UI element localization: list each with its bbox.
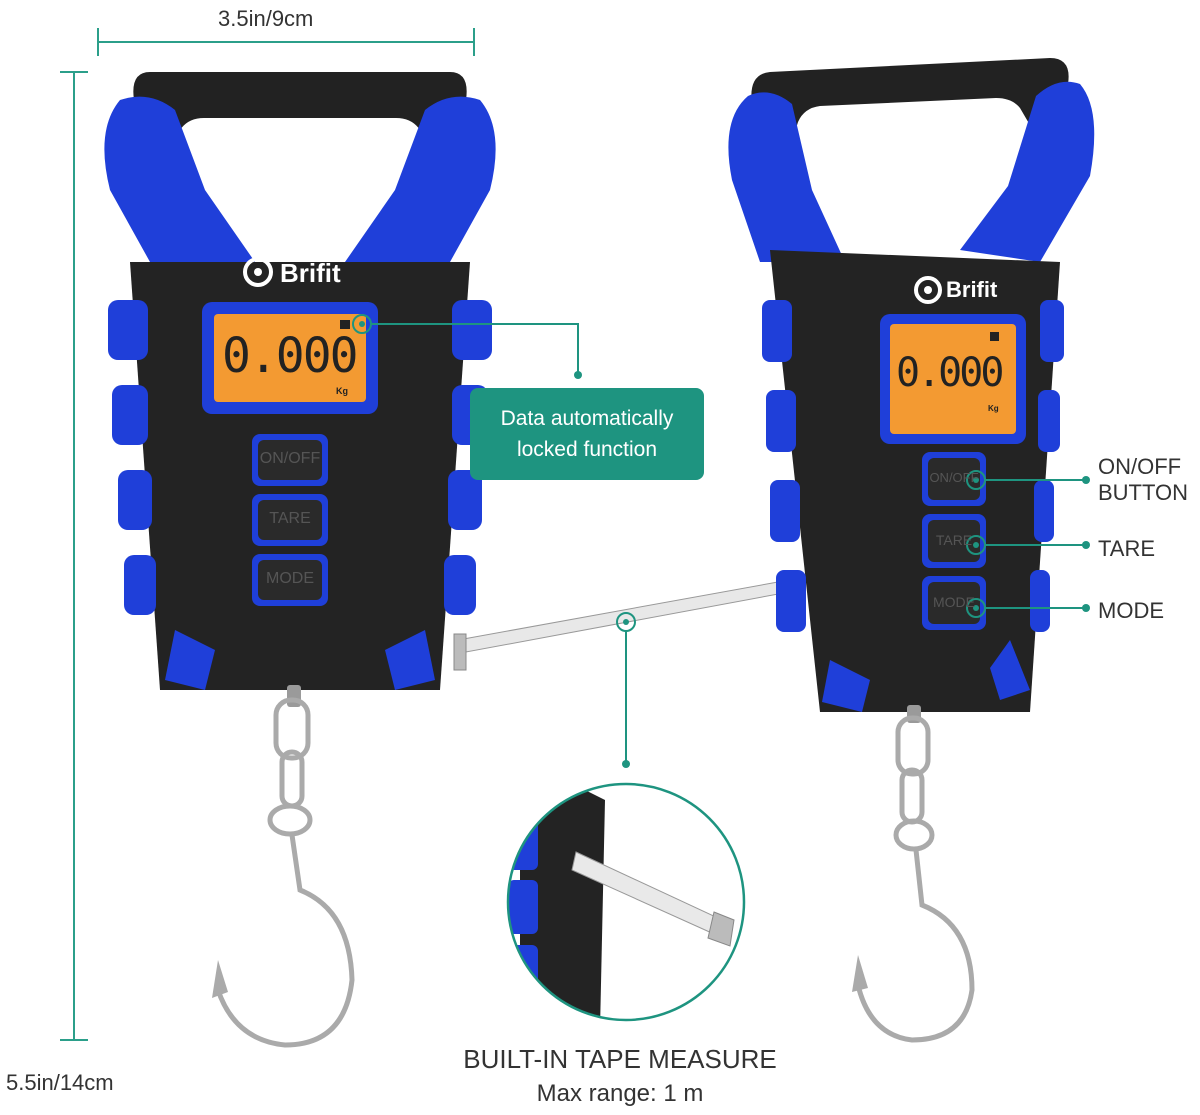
right-brand-name: Brifit bbox=[946, 277, 998, 302]
right-lcd-unit: Kg bbox=[988, 404, 999, 413]
right-tare-button[interactable]: TARE bbox=[935, 532, 973, 548]
right-lcd-reading: 0.000 bbox=[896, 350, 1004, 396]
tape-measure-range: Max range: 1 m bbox=[536, 1080, 704, 1107]
left-onoff-button[interactable]: ON/OFF bbox=[259, 450, 321, 467]
left-brand-name: Brifit bbox=[280, 258, 341, 288]
tape-measure-title: BUILT-IN TAPE MEASURE bbox=[463, 1044, 777, 1074]
auto-lock-callout: Data automatically locked function bbox=[470, 388, 704, 480]
height-dimension-label: 5.5in/14cm bbox=[6, 1070, 114, 1095]
onoff-label-line-2: BUTTON bbox=[1098, 480, 1189, 505]
left-lcd-reading: 0.000 bbox=[222, 328, 358, 384]
right-onoff-button[interactable]: ON/OFF bbox=[929, 470, 979, 485]
onoff-label-line-1: ON/OFF bbox=[1098, 454, 1182, 479]
left-tare-button[interactable]: TARE bbox=[269, 510, 311, 527]
callout-line-1: Data automatically bbox=[500, 407, 674, 430]
tare-label: TARE bbox=[1098, 536, 1156, 561]
callout-line-2: locked function bbox=[516, 438, 658, 461]
right-mode-button[interactable]: MODE bbox=[933, 594, 975, 610]
left-lcd-unit: Kg bbox=[336, 386, 348, 396]
onoff-label: ON/OFF BUTTON bbox=[1098, 454, 1188, 506]
width-dimension-label: 3.5in/9cm bbox=[218, 6, 314, 31]
mode-label: MODE bbox=[1098, 598, 1164, 623]
left-mode-button[interactable]: MODE bbox=[266, 570, 314, 587]
